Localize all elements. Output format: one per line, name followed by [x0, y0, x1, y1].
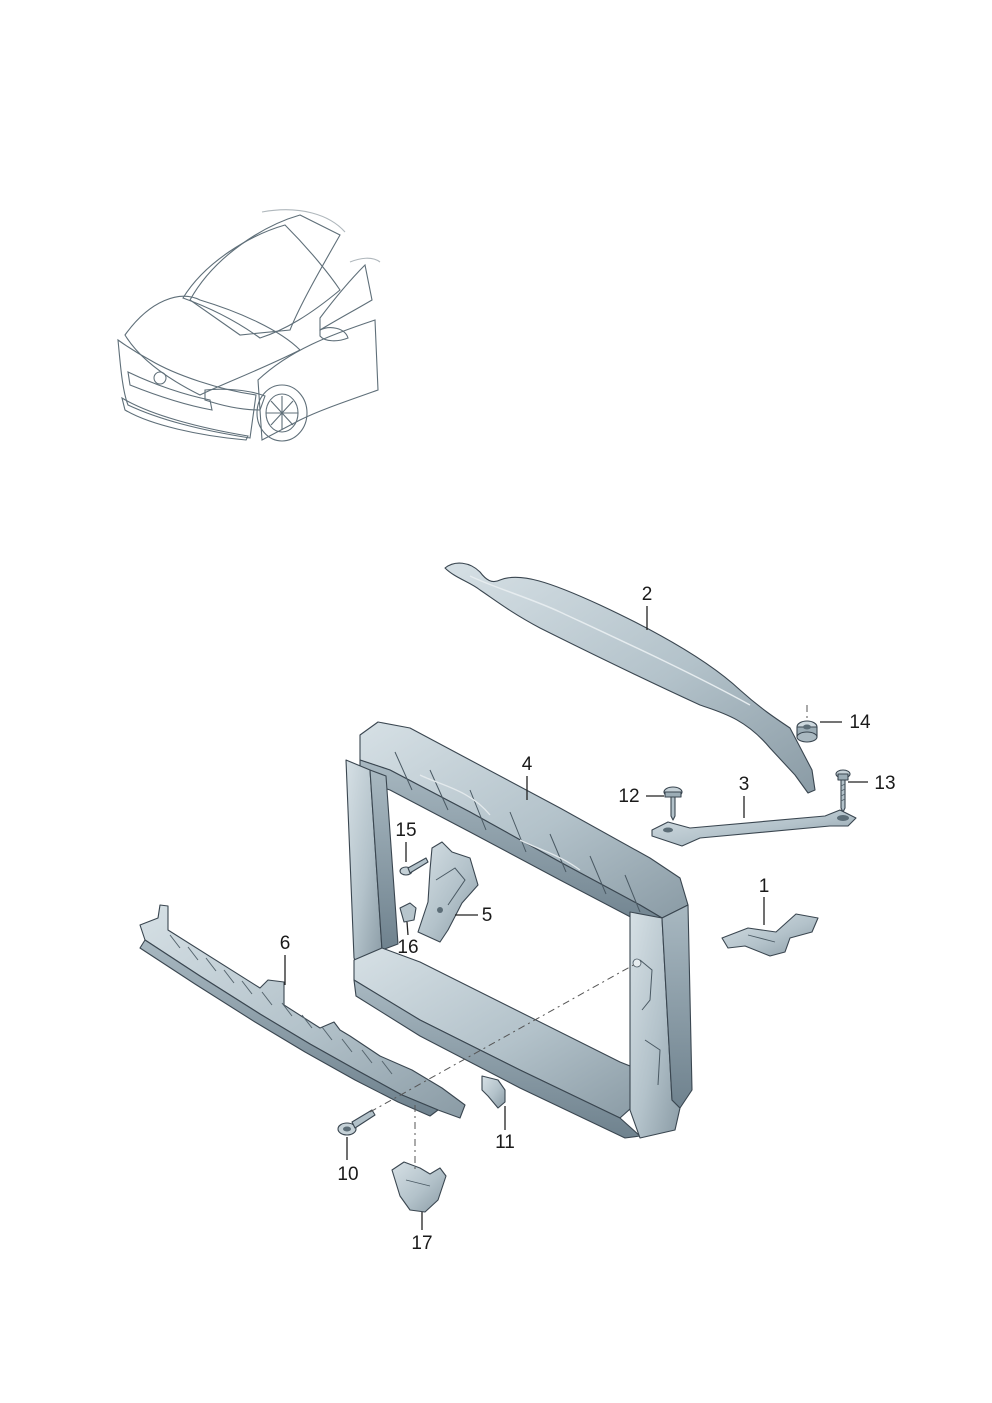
part-16-clip	[399, 902, 417, 923]
part-17-bracket	[391, 1161, 447, 1213]
callout-6: 6	[280, 933, 291, 954]
callout-14: 14	[849, 712, 871, 733]
callout-4: 4	[522, 754, 533, 775]
part-5-bracket	[417, 841, 479, 943]
callout-12: 12	[618, 786, 639, 807]
part-10-bolt	[337, 1109, 376, 1136]
callout-15: 15	[395, 820, 416, 841]
leader-lines	[284, 606, 868, 1230]
part-6-air-guide	[139, 904, 466, 1119]
callout-11: 11	[495, 1132, 515, 1153]
callout-3: 3	[739, 774, 750, 795]
vehicle-illustration	[117, 209, 381, 442]
callout-16: 16	[397, 937, 418, 958]
part-2-cross-member	[444, 562, 816, 794]
part-13-bolt	[835, 769, 851, 813]
part-15-bolt	[399, 857, 429, 876]
callout-13: 13	[874, 773, 895, 794]
callout-10: 10	[337, 1164, 358, 1185]
part-3-strut	[651, 809, 857, 847]
part-12-bolt	[663, 786, 683, 821]
part-4-lock-carrier	[345, 721, 693, 1139]
badge-icon	[153, 371, 167, 385]
part-14-nut	[796, 720, 818, 743]
callout-1: 1	[759, 876, 770, 897]
assembly-lines	[369, 705, 808, 1170]
callout-2: 2	[642, 584, 653, 605]
callout-17: 17	[411, 1233, 432, 1254]
part-1-bracket	[721, 913, 819, 957]
part-11-clip	[481, 1075, 506, 1109]
callout-5: 5	[482, 905, 493, 926]
callout-labels: 2 14 13 12 3 4 15 5 16 1 6 10 11 17	[280, 584, 896, 1254]
